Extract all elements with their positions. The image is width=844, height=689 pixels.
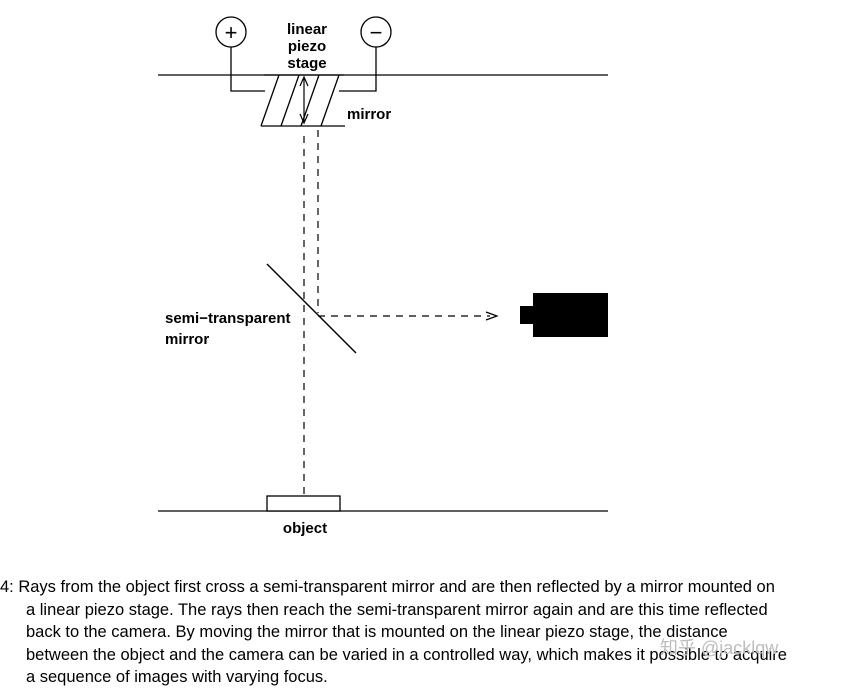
plus-wire [230,47,265,92]
semi-mirror-label-line2: mirror [165,331,209,348]
optical-setup-diagram: + − linear piezo stage mirror semi−trans… [158,16,608,537]
object-label: object [283,520,327,537]
caption-line: 4: Rays from the object first cross a se… [0,578,775,596]
minus-wire [339,47,377,92]
caption-line: back to the camera. By moving the mirror… [26,623,728,641]
ray-arrowhead [485,311,499,321]
mirror-label: mirror [347,106,391,123]
piezo-stage [260,74,345,127]
caption-line: a sequence of images with varying focus. [26,668,328,686]
minus-terminal: − [339,16,392,92]
stage-label-line2: piezo [288,38,326,55]
watermark: 知乎 @jacklqw [660,638,779,658]
semi-mirror-label-line1: semi−transparent [165,310,290,327]
plus-terminal: + [215,16,265,92]
caption-line: between the object and the camera can be… [26,645,787,664]
stage-label-line1: linear [287,21,327,38]
object-block [266,495,341,512]
caption-line: a linear piezo stage. The rays then reac… [26,600,768,619]
movement-arrow [299,75,309,125]
stage-label-line3: stage [287,55,326,72]
semi-transparent-mirror [266,263,357,354]
minus-sign: − [370,20,383,45]
figure-caption: 4: Rays from the object first cross a se… [0,576,844,689]
plus-sign: + [225,20,238,45]
camera-icon [520,293,608,337]
